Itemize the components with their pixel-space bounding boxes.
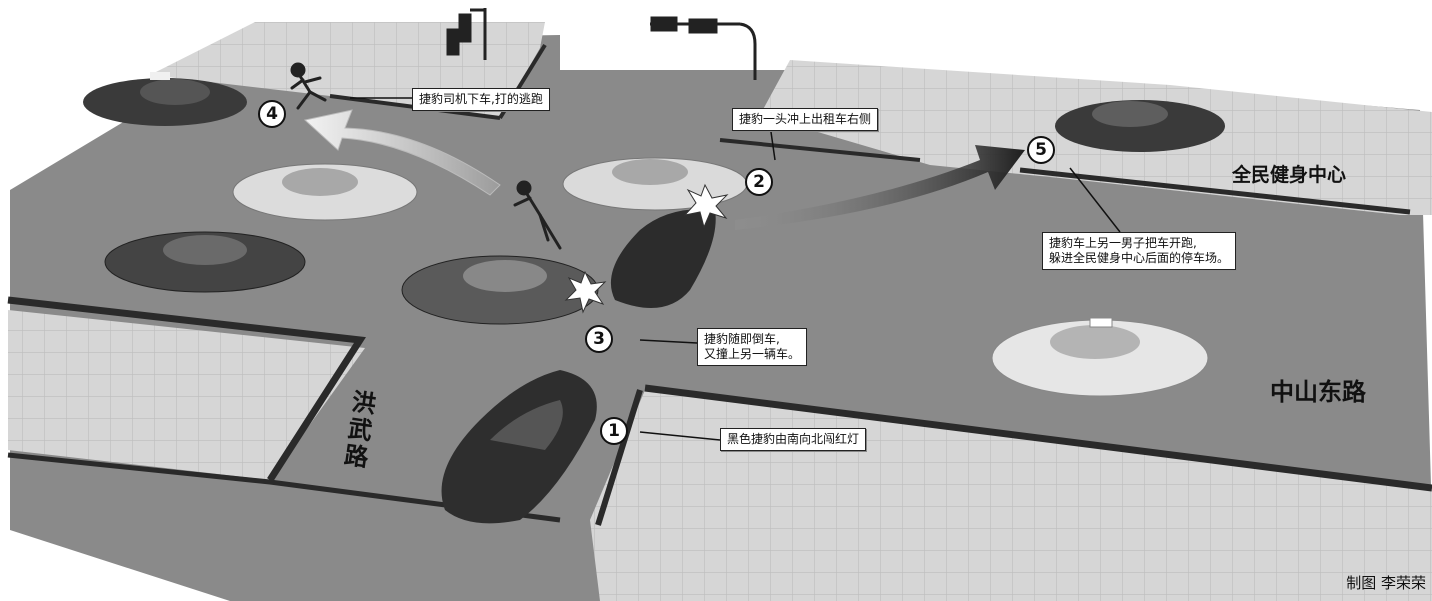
callout-step-5-line-1: 捷豹车上另一男子把车开跑, (1049, 236, 1197, 250)
callout-pointer (1069, 167, 1121, 233)
callout-step-3-line-2: 又撞上另一辆车。 (704, 347, 801, 361)
callout-step-4: 捷豹司机下车,打的逃跑 (412, 88, 550, 111)
car-escaped-5 (1055, 100, 1225, 152)
step-marker-3: 3 (585, 325, 613, 353)
car-4-parked (83, 72, 247, 126)
callout-step-3-line-1: 捷豹随即倒车, (704, 332, 780, 346)
step-marker-4: 4 (258, 100, 286, 128)
curb (644, 384, 1432, 492)
traffic-light-east (650, 16, 757, 80)
car-hit-3 (401, 255, 599, 325)
escape-arrow-west (303, 109, 501, 196)
collision-burst (564, 270, 607, 314)
jaguar-car-colliding (610, 209, 716, 308)
escape-arrow-east (735, 145, 1025, 230)
callout-step-5-line-2: 躲进全民健身中心后面的停车场。 (1049, 251, 1230, 265)
callout-step-2: 捷豹一头冲上出租车右侧 (732, 108, 879, 131)
step-marker-1: 1 (600, 417, 628, 445)
curb (1019, 167, 1411, 215)
curb (719, 138, 921, 162)
curb (595, 389, 643, 526)
callout-step-3: 捷豹随即倒车, 又撞上另一辆车。 (697, 328, 808, 366)
sidewalk-south-west (8, 310, 365, 480)
running-passenger-figure (513, 180, 562, 250)
callout-pointer (639, 431, 721, 441)
taxi-car (991, 317, 1209, 397)
callout-step-5: 捷豹车上另一男子把车开跑, 躲进全民健身中心后面的停车场。 (1042, 232, 1237, 270)
callout-step-1: 黑色捷豹由南向北闯红灯 (720, 428, 867, 451)
step-marker-5: 5 (1027, 136, 1055, 164)
jaguar-car-1 (441, 370, 597, 524)
traffic-light-west (446, 8, 487, 60)
illustration-credit: 制图 李荣荣 (1346, 574, 1426, 592)
zhongshan-east-road-label: 中山东路 (1270, 378, 1366, 406)
curb (7, 296, 366, 482)
fitness-center-label: 全民健身中心 (1232, 164, 1347, 186)
car-light-1 (232, 163, 418, 221)
step-marker-2: 2 (745, 168, 773, 196)
callout-pointer (639, 339, 698, 344)
collision-burst (683, 183, 729, 229)
running-driver-figure (290, 62, 327, 110)
car-dark-left (104, 231, 306, 293)
